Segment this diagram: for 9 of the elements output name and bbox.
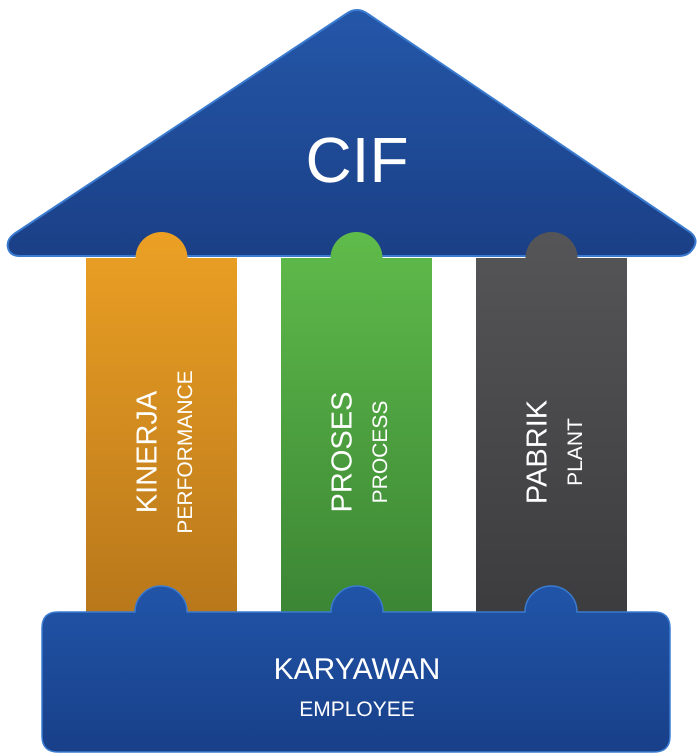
- roof-title: CIF: [305, 123, 409, 197]
- pillar-title: KINERJA: [131, 390, 164, 514]
- base-subtitle: EMPLOYEE: [299, 698, 415, 722]
- pillar-title: PABRIK: [521, 400, 554, 504]
- pillar-title: PROSES: [326, 392, 359, 512]
- base-title: KARYAWAN: [274, 653, 440, 687]
- pillar-subtitle: PERFORMANCE: [174, 370, 198, 534]
- pillar-subtitle: PROCESS: [368, 400, 392, 504]
- pillar-subtitle: PLANT: [564, 418, 588, 486]
